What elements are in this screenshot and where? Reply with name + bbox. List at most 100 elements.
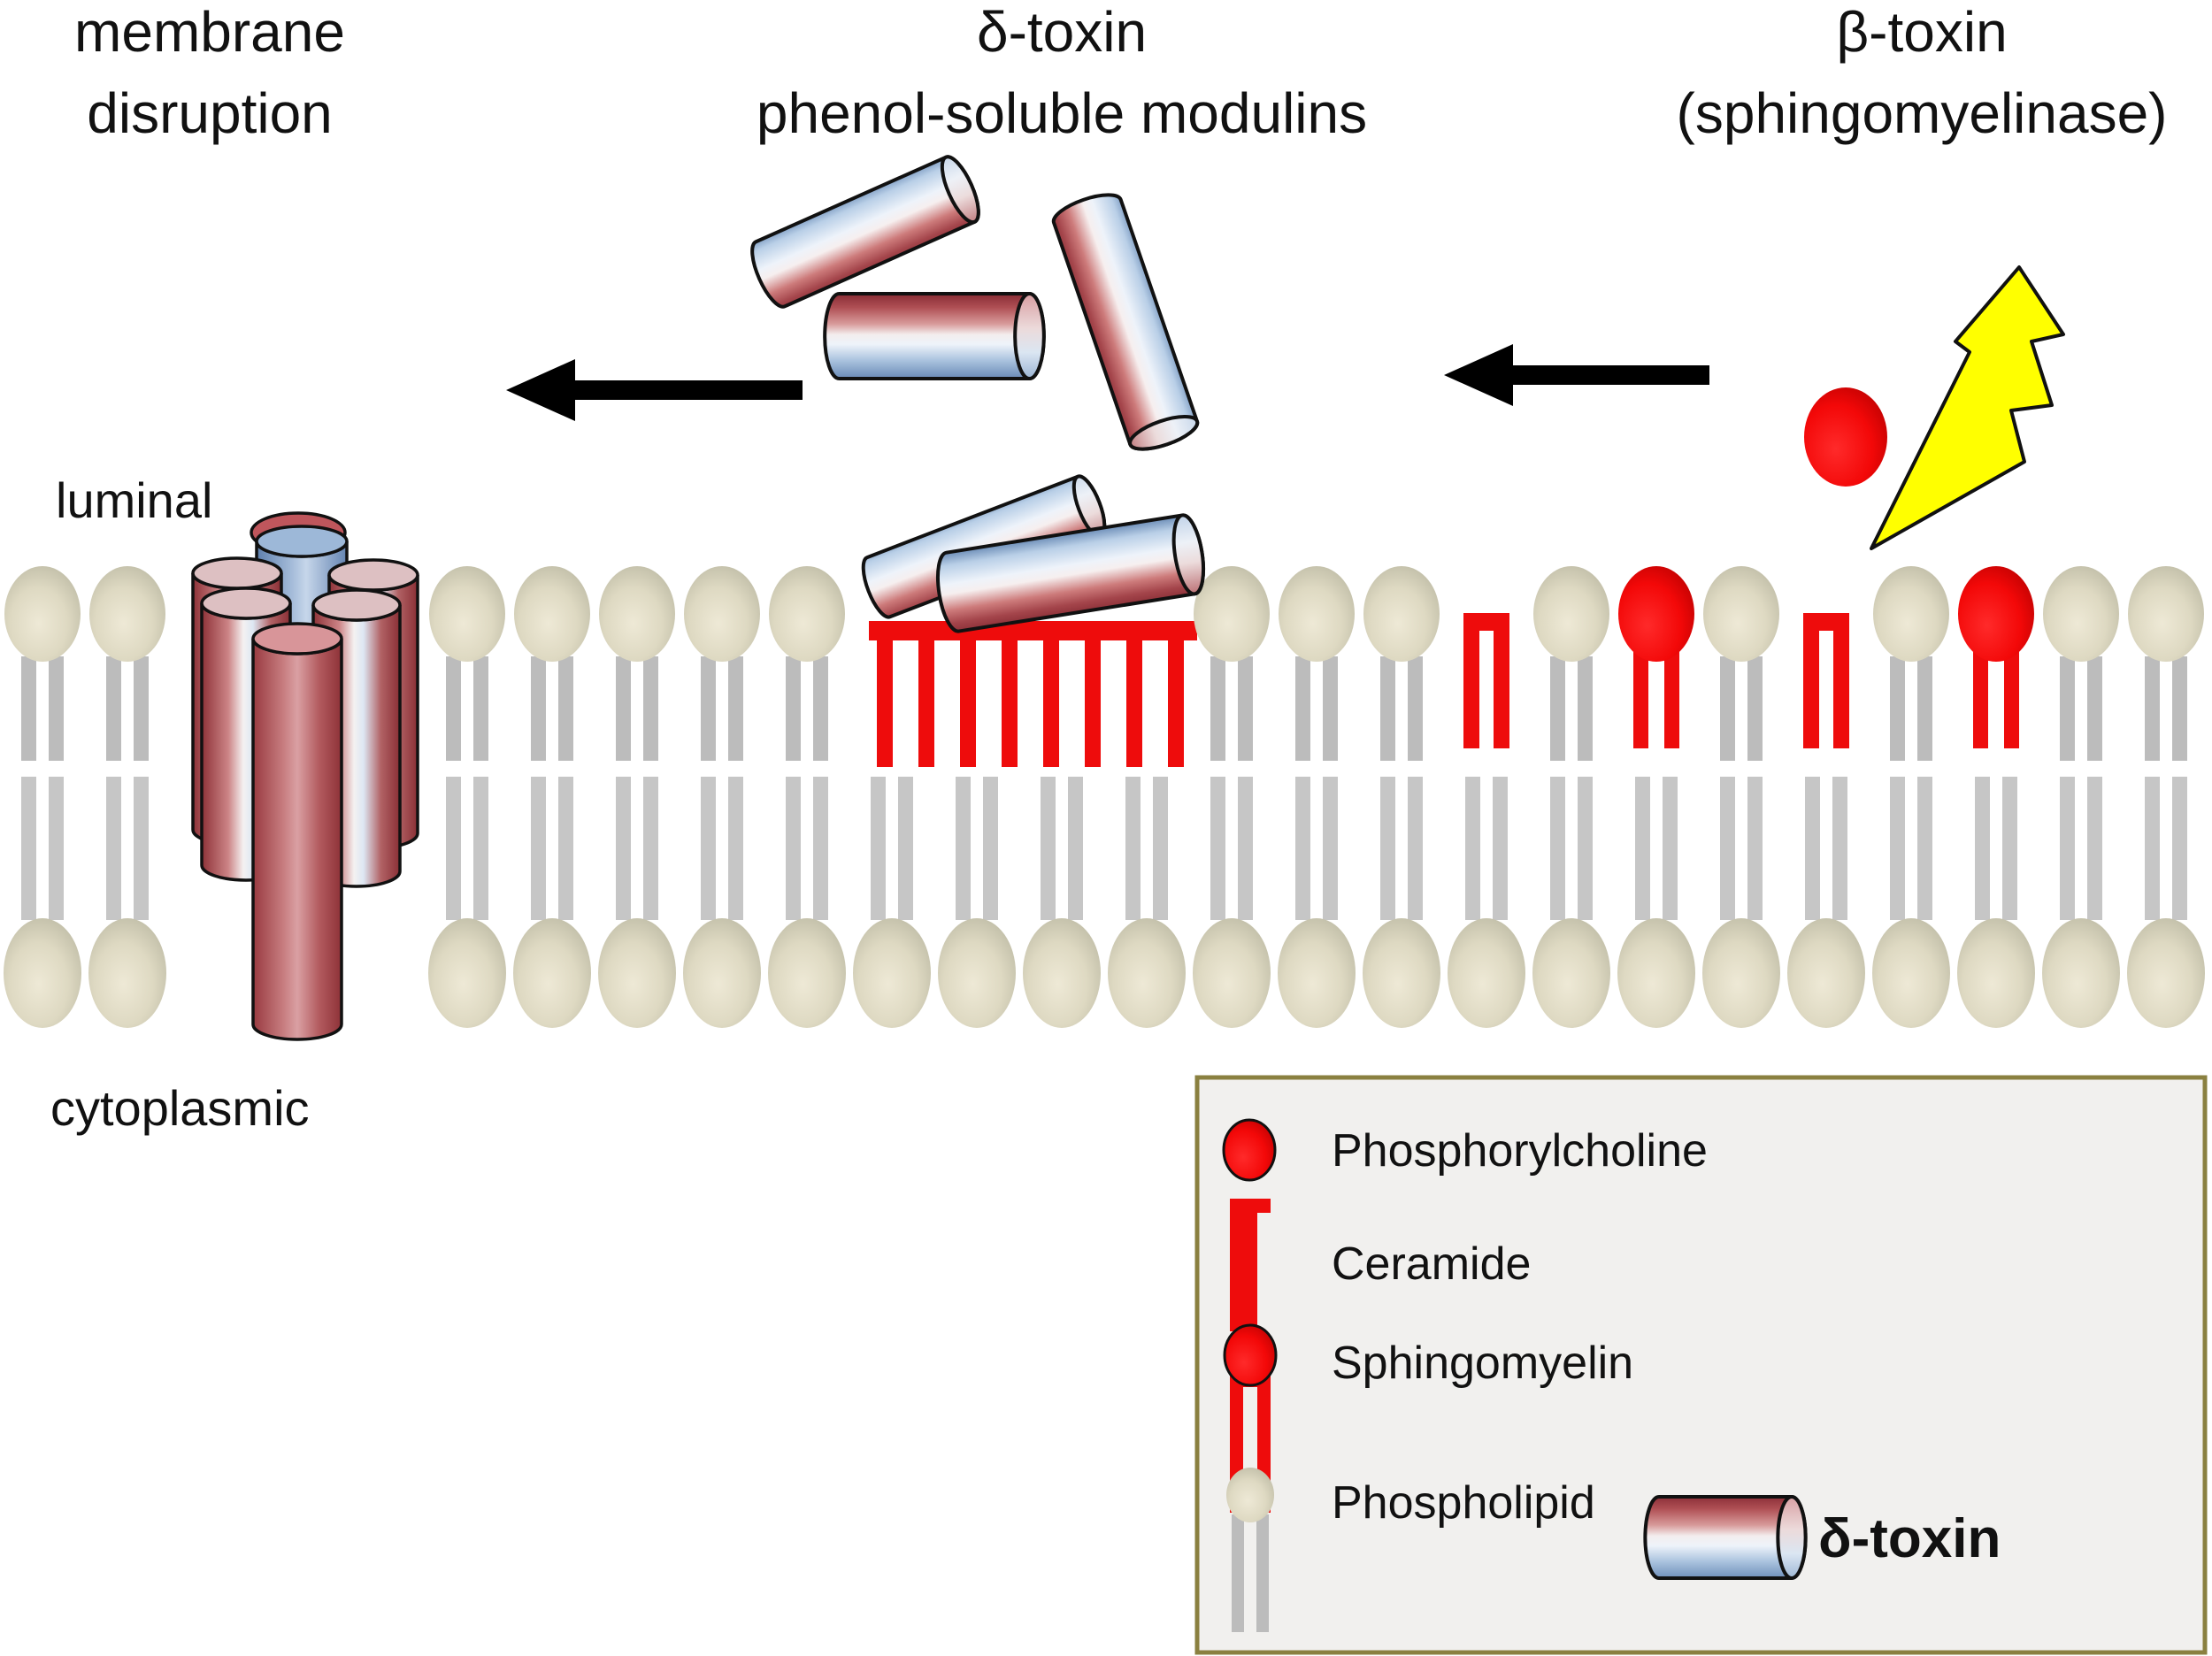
lipid-tail (1380, 656, 1395, 761)
lipid-tail (446, 656, 461, 761)
lipid-tail (2087, 656, 2102, 761)
lipid-tail (1323, 656, 1338, 761)
label-membrane-disruption-line1: membrane (74, 0, 345, 64)
phospholipid-head (1194, 566, 1270, 662)
lipid-tail (1041, 777, 1056, 920)
legend-sphingomyelin-label: Sphingomyelin (1332, 1338, 1633, 1389)
phospholipid-head (598, 918, 676, 1028)
lipid-tail (1747, 656, 1763, 761)
membrane-tails-layer (21, 656, 2187, 920)
lipid-tail (21, 656, 36, 761)
lipid-tail (106, 656, 121, 761)
lipid-tail (813, 656, 828, 761)
phospholipid-head (1193, 918, 1271, 1028)
lipid-tail (49, 777, 64, 920)
lipid-tail (2145, 777, 2160, 920)
lipid-tail (531, 656, 546, 761)
lipid-tail (2060, 777, 2075, 920)
phospholipid-head (429, 566, 505, 662)
delta-toxin-monomers (750, 155, 1206, 633)
delta-toxin-cylinder (936, 513, 1206, 633)
phospholipid-head (4, 918, 81, 1028)
phospholipid-head (1363, 566, 1440, 662)
phospholipid-head (88, 918, 166, 1028)
lipid-tail (813, 777, 828, 920)
lipid-tail (1068, 777, 1083, 920)
phospholipid-head (683, 918, 761, 1028)
lipid-tail (1210, 656, 1225, 761)
phospholipid-head (938, 918, 1016, 1028)
phospholipid-head (1872, 918, 1950, 1028)
label-delta-toxin-line1: δ-toxin (977, 0, 1147, 64)
legend-phospholipid-icon (1226, 1468, 1274, 1632)
lipid-tail (1295, 777, 1310, 920)
label-membrane-disruption-line2: disruption (87, 81, 333, 145)
legend-phosphorylcholine-label: Phosphorylcholine (1332, 1125, 1708, 1177)
label-luminal: luminal (56, 472, 212, 528)
phospholipid-head (514, 566, 590, 662)
lipid-tail (1295, 656, 1310, 761)
lipid-tail (2145, 656, 2160, 761)
lipid-tail (1890, 777, 1905, 920)
phospholipid-head (1448, 918, 1525, 1028)
ceramide-lipid (1463, 613, 1509, 748)
lipid-tail (616, 656, 631, 761)
lipid-tail (1917, 656, 1932, 761)
lipid-tail (558, 777, 573, 920)
comb-tooth (1168, 639, 1184, 767)
label-beta-toxin-line1: β-toxin (1836, 0, 2007, 64)
phospholipid-head (1787, 918, 1865, 1028)
sphingomyelin-lipid (1958, 566, 2034, 748)
lipid-tail (871, 777, 886, 920)
lipid-tail (728, 656, 743, 761)
phospholipid-head (4, 566, 81, 662)
lipid-tail (1663, 777, 1678, 920)
lipid-tail (1153, 777, 1168, 920)
phospholipid-head (684, 566, 760, 662)
phospholipid-head (1532, 918, 1610, 1028)
lipid-tail (21, 777, 36, 920)
lipid-tail (1323, 777, 1338, 920)
phospholipid-head (599, 566, 675, 662)
lipid-tail (1550, 656, 1565, 761)
comb-tooth (1126, 639, 1142, 767)
comb-tooth (1043, 639, 1059, 767)
lipid-tail (1380, 777, 1395, 920)
lipid-tail (643, 656, 658, 761)
comb-tooth (918, 639, 934, 767)
lipid-tail (1578, 656, 1593, 761)
phospholipid-head (1957, 918, 2035, 1028)
comb-tooth (877, 639, 893, 767)
lipid-tail (2172, 777, 2187, 920)
delta-toxin-cylinder (750, 155, 980, 309)
ceramide-comb (869, 621, 1197, 767)
lipid-tail (446, 777, 461, 920)
free-phosphorylcholine (1804, 387, 1887, 487)
phospholipid-head (769, 566, 845, 662)
arrow-right-icon (1444, 344, 1709, 406)
delta-toxin-cylinder (823, 292, 1046, 380)
legend-delta-toxin-icon (1643, 1495, 1808, 1580)
phospholipid-head (1108, 918, 1186, 1028)
toxin-pore-complex (191, 511, 419, 1041)
lipid-tail (1747, 777, 1763, 920)
comb-tooth (1085, 639, 1101, 767)
lipid-tail (643, 777, 658, 920)
lipid-tail (1238, 777, 1253, 920)
lipid-tail (1210, 777, 1225, 920)
legend-delta-toxin-label: δ-toxin (1818, 1508, 2001, 1569)
phospholipid-head (1533, 566, 1609, 662)
lipid-tail (1975, 777, 1990, 920)
lipid-tail (728, 777, 743, 920)
lipid-tail (1125, 777, 1141, 920)
label-beta-toxin-line2: (sphingomyelinase) (1677, 81, 2168, 145)
lipid-tail (1238, 656, 1253, 761)
lipid-tail (616, 777, 631, 920)
lipid-tail (786, 777, 801, 920)
phospholipid-head (1363, 918, 1440, 1028)
membrane-heads-layer (4, 566, 2205, 1028)
lipid-tail (1465, 777, 1480, 920)
lipid-tail (473, 777, 488, 920)
legend-ceramide-icon (1230, 1199, 1271, 1331)
comb-tooth (960, 639, 976, 767)
